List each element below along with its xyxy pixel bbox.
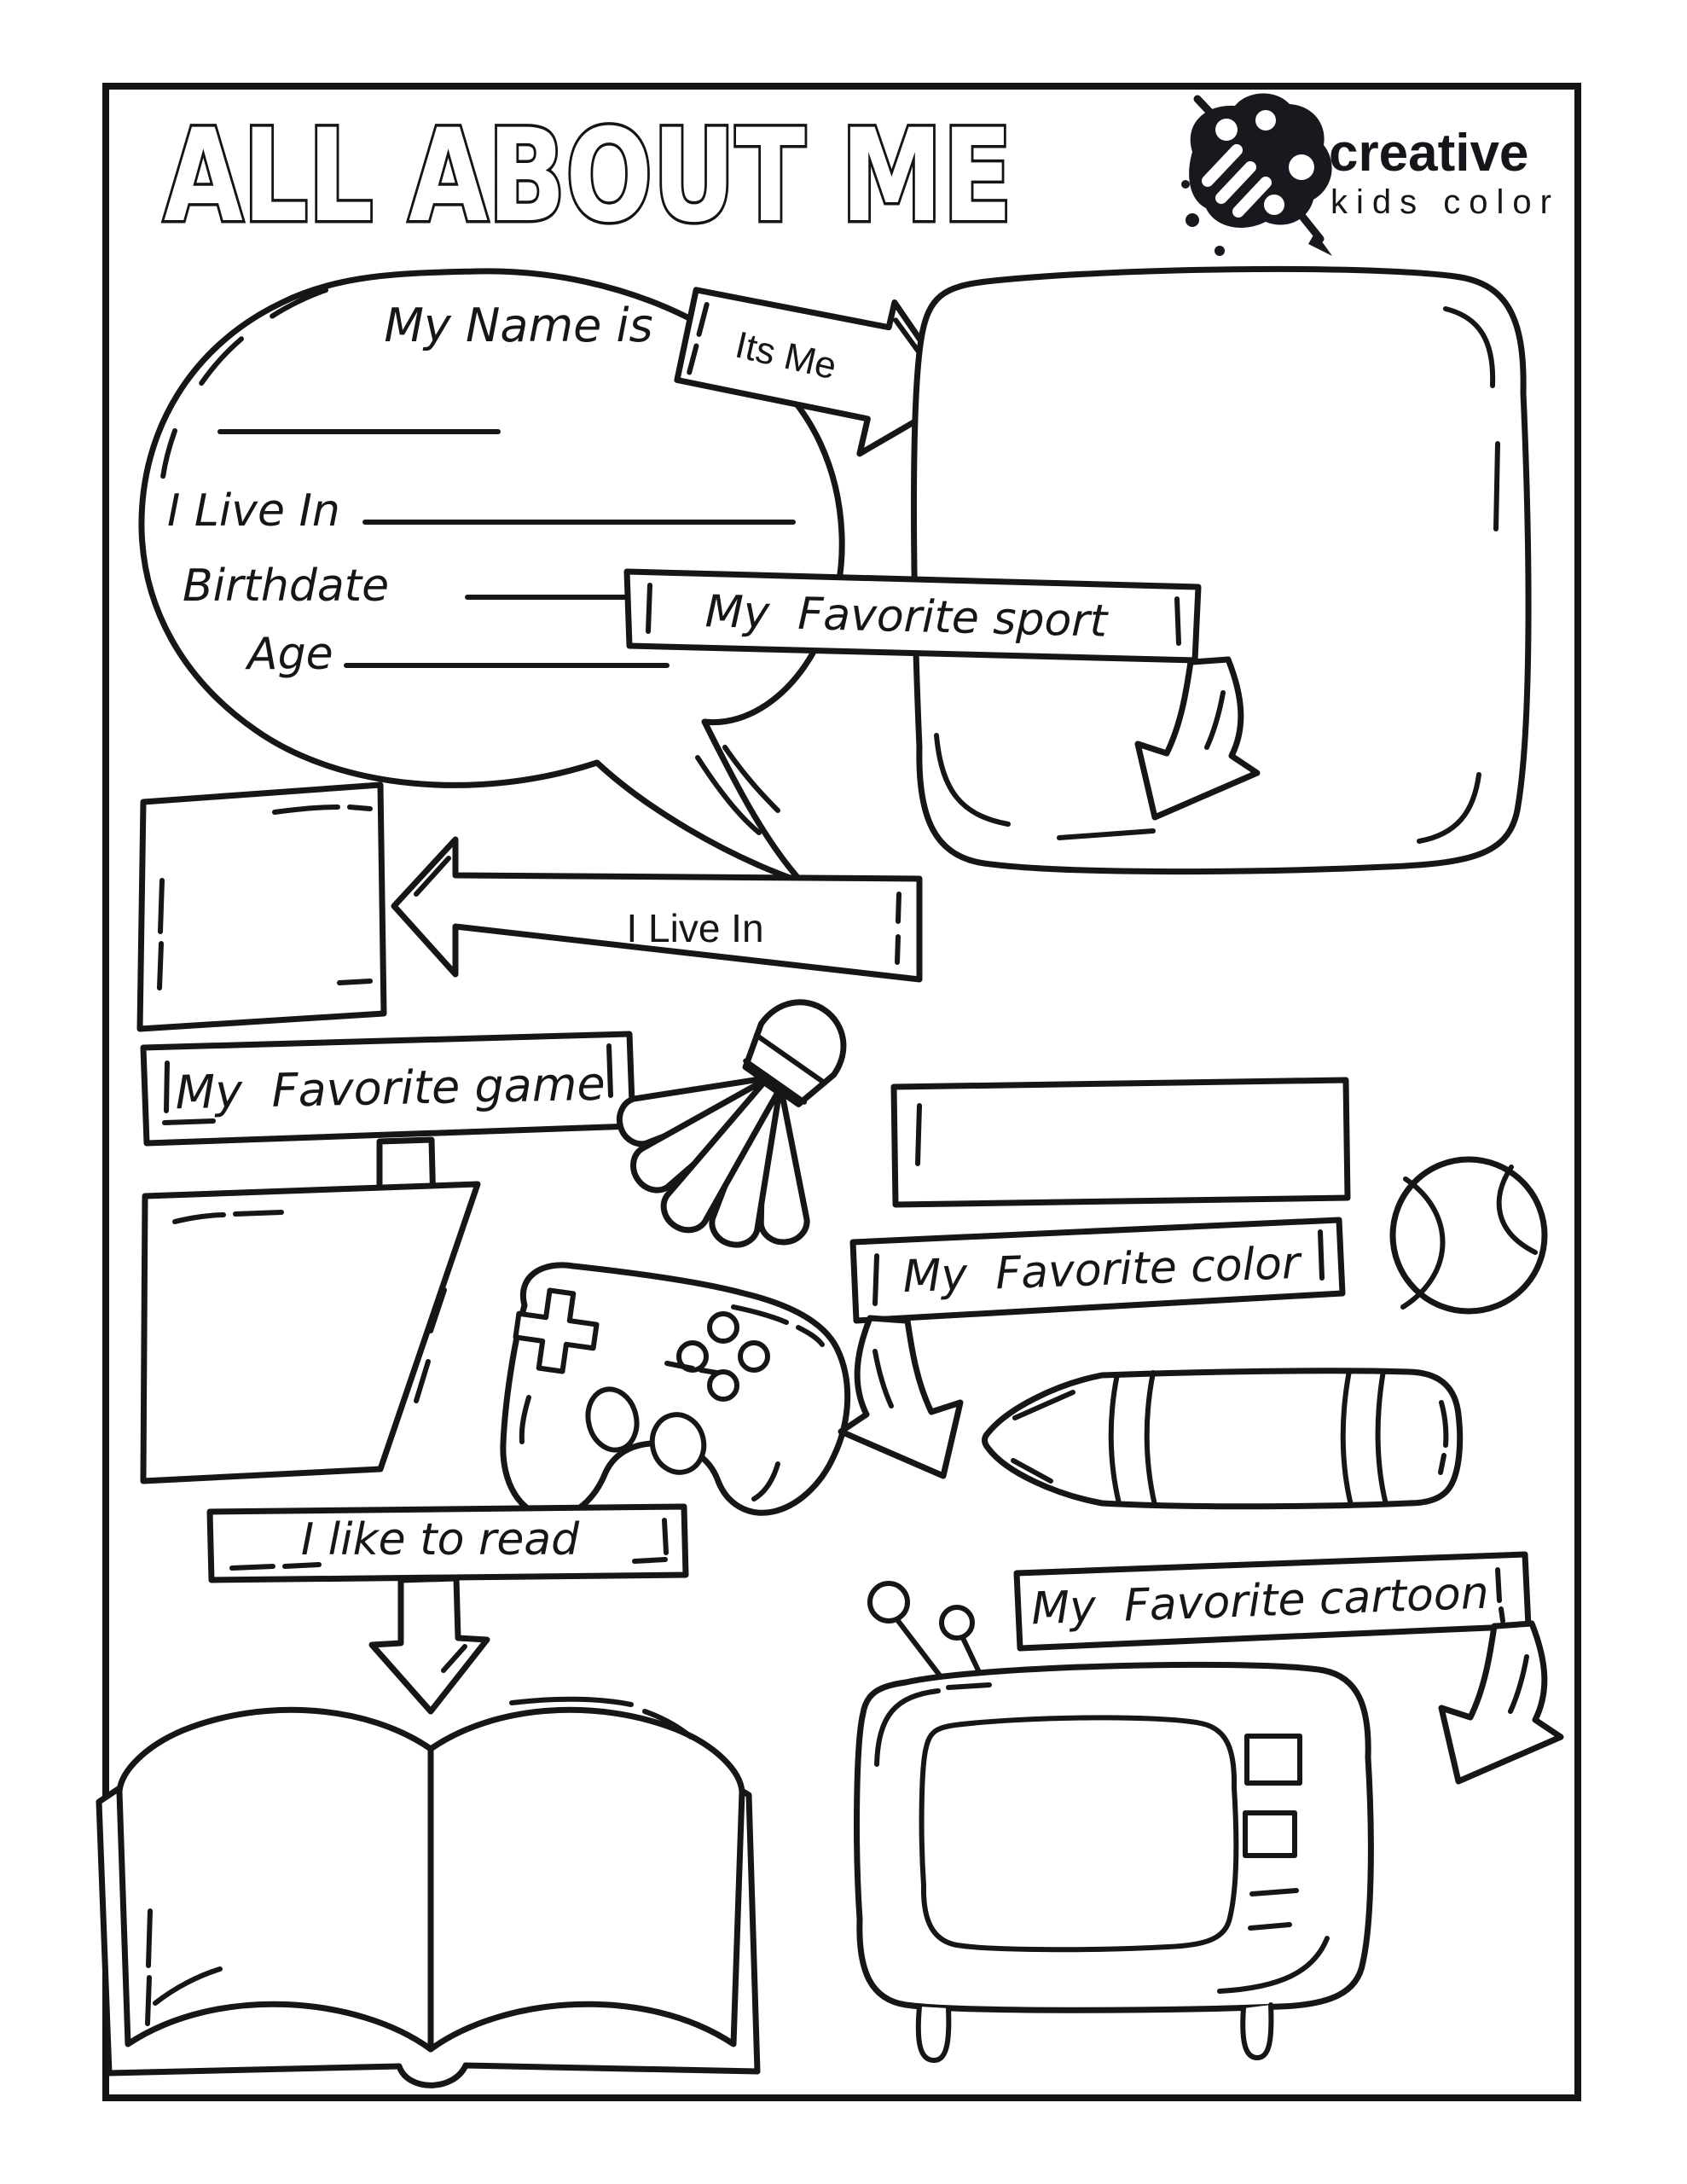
book-left-page[interactable]: [116, 1706, 434, 2053]
live-in-arrow: I Live In: [391, 836, 923, 983]
box-accent: [158, 878, 165, 934]
box-accent: [428, 1287, 447, 1333]
tv-button: [1244, 1734, 1302, 1786]
read-down-arrow: [368, 1575, 490, 1715]
frame-accent: [1417, 772, 1481, 844]
like-to-read-banner: I like to read: [206, 1503, 689, 1583]
bubble-accent-arc: [192, 288, 328, 397]
cartoon-bent-arrow: [1441, 1623, 1561, 1781]
game-controller-icon: [500, 1262, 851, 1520]
bubble-tail-accent: [722, 745, 780, 813]
bubble-tail-accent: [695, 755, 762, 835]
frame-accent: [1493, 441, 1500, 531]
brand-tagline: kids color: [1330, 183, 1560, 221]
favorite-cartoon-banner: My Favorite cartoon: [1013, 1551, 1532, 1652]
brand-name: creative: [1329, 124, 1528, 183]
live-in-answer-box[interactable]: [136, 781, 387, 1032]
like-to-read-label: I like to read: [301, 1514, 580, 1565]
crayon-icon: [982, 1368, 1464, 1510]
box-accent: [157, 941, 164, 990]
game-answer-box[interactable]: [140, 1181, 481, 1484]
book-right-page[interactable]: [427, 1706, 745, 2053]
box-accent: [347, 804, 373, 811]
palette-icon: [1181, 93, 1332, 256]
frame-accent: [934, 733, 1011, 827]
box-accent: [915, 1103, 922, 1166]
live-label: I Live In: [167, 485, 340, 537]
box-accent: [233, 1210, 284, 1217]
favorite-game-label: My Favorite game: [175, 1057, 606, 1120]
frame-accent: [1443, 306, 1496, 388]
open-book-icon: [96, 1696, 761, 2088]
sport-answer-box[interactable]: [890, 1077, 1351, 1208]
favorite-sport-label: My Favorite sport: [704, 586, 1109, 648]
favorite-game-banner: My Favorite game: [140, 1031, 636, 1147]
color-bent-arrow: [841, 1318, 960, 1476]
tennis-ball-icon: [1389, 1156, 1548, 1315]
live-in-arrow-label: I Live In: [626, 906, 763, 950]
box-accent: [272, 804, 340, 815]
shuttlecock-icon: [616, 999, 847, 1248]
box-accent: [172, 1212, 226, 1224]
box-accent: [337, 979, 373, 985]
tv-screen[interactable]: [919, 1715, 1239, 1953]
age-label: Age: [245, 629, 333, 680]
photo-frame[interactable]: [911, 265, 1532, 875]
page-title: ALL ABOUT ME: [164, 102, 1012, 251]
page-border: [102, 83, 1581, 2101]
frame-accent: [1057, 828, 1156, 840]
tv-icon: [854, 1581, 1374, 2063]
name-label: My Name is: [384, 299, 652, 352]
birthdate-label: Birthdate: [183, 561, 389, 612]
bubble-accent-arc: [159, 428, 177, 497]
box-accent: [414, 1359, 431, 1403]
favorite-sport-banner: My Favorite sport: [623, 568, 1202, 664]
brand-logo: creative kids color: [1181, 93, 1560, 256]
about-me-speech-bubble: My Name is I Live In Birthdate Age: [138, 268, 845, 886]
favorite-color-banner: My Favorite color: [849, 1217, 1346, 1324]
tv-button: [1243, 1810, 1297, 1858]
its-me-arrow: Its Me: [674, 287, 962, 457]
